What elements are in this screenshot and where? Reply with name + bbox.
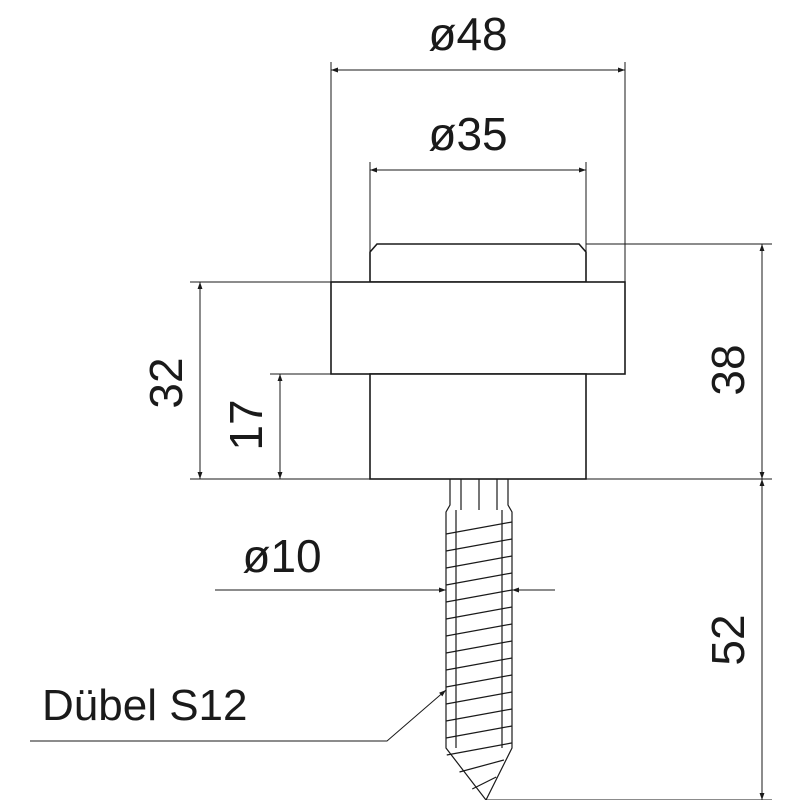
- thread-mark: [445, 555, 513, 569]
- thread-mark: [445, 725, 513, 739]
- thread-mark: [445, 640, 513, 654]
- thread-mark: [445, 691, 513, 705]
- thread-mark: [445, 606, 513, 620]
- rubber-ring: [330, 281, 626, 375]
- thread-mark: [445, 623, 513, 637]
- dim-label-10: ø10: [242, 530, 321, 582]
- dim-label-48: ø48: [428, 8, 507, 60]
- thread-mark: [445, 657, 513, 671]
- thread-mark: [445, 708, 513, 722]
- thread-mark: [471, 776, 497, 790]
- thread-mark: [445, 538, 513, 552]
- top-cap: [369, 243, 587, 283]
- stopper-body: [330, 243, 626, 480]
- dim-label-32: 32: [140, 357, 192, 408]
- thread-mark: [445, 572, 513, 586]
- thread-lines: [445, 521, 513, 790]
- thread-mark: [446, 742, 512, 756]
- callout-leader: [30, 689, 447, 742]
- thread-mark: [445, 589, 513, 603]
- base-body: [369, 373, 587, 480]
- callout-label: Dübel S12: [42, 681, 247, 730]
- thread-mark: [445, 521, 513, 535]
- dim-label-52: 52: [702, 614, 754, 665]
- screw: [445, 479, 513, 800]
- dimension-lines: [197, 67, 765, 800]
- thread-mark: [459, 759, 505, 773]
- screw-outline: [445, 479, 513, 800]
- dim-label-17: 17: [220, 399, 272, 450]
- thread-mark: [445, 674, 513, 688]
- extension-lines: [190, 62, 772, 800]
- dim-label-35: ø35: [428, 108, 507, 160]
- dim-label-38: 38: [702, 344, 754, 395]
